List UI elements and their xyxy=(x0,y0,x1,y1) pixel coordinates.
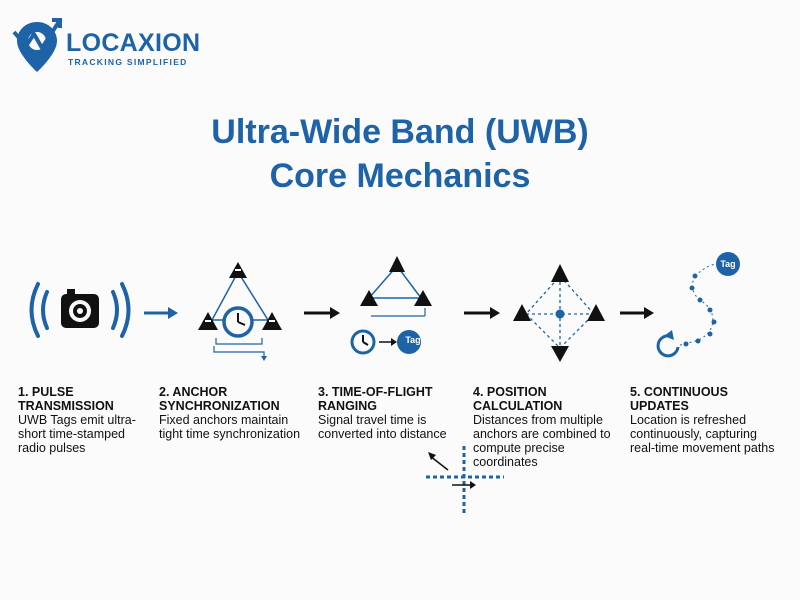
tag-radio-pulse-icon xyxy=(29,282,131,338)
arrow-right-icon xyxy=(144,307,178,319)
step-description: radio pulses xyxy=(18,441,86,455)
step-description: coordinates xyxy=(473,455,538,469)
step-title: RANGING xyxy=(318,399,378,413)
position-calculation-icon xyxy=(513,264,605,362)
step-description: converted into distance xyxy=(318,427,447,441)
location-pin-icon xyxy=(12,18,62,72)
logo: LOCAXION TRACKING SIMPLIFIED xyxy=(12,18,200,76)
step-time-of-flight-ranging: 3. TIME-OF-FLIGHT RANGING Signal travel … xyxy=(318,385,468,441)
step-continuous-updates: 5. CONTINUOUS UPDATES Location is refres… xyxy=(630,385,795,455)
brand-name: LOCAXION xyxy=(66,29,201,57)
arrow-right-icon xyxy=(304,307,340,319)
crosshair-icon xyxy=(426,446,504,516)
step-description: UWB Tags emit ultra- xyxy=(18,413,136,427)
step-description: tight time synchronization xyxy=(159,427,301,441)
arrow-right-icon xyxy=(464,307,500,319)
step-description: continuously, capturing xyxy=(630,427,757,441)
page-title-line1: Ultra-Wide Band (UWB) xyxy=(211,113,589,151)
step-position-calculation: 4. POSITION CALCULATION Distances from m… xyxy=(473,385,628,469)
step-description: Fixed anchors maintain xyxy=(159,413,289,427)
step-title: UPDATES xyxy=(630,399,689,413)
step-title: CALCULATION xyxy=(473,399,563,413)
step-description: short time-stamped xyxy=(18,427,125,441)
step-anchor-synchronization: 2. ANCHOR SYNCHRONIZATION Fixed anchors … xyxy=(159,385,319,441)
step-description: Location is refreshed xyxy=(630,413,747,427)
step-title: TRANSMISSION xyxy=(18,399,114,413)
step-title: 4. POSITION xyxy=(473,385,547,399)
step-title: 1. PULSE xyxy=(18,385,74,399)
continuous-updates-icon xyxy=(656,252,740,358)
anchor-sync-icon xyxy=(198,262,282,361)
step-description: Distances from multiple xyxy=(473,413,603,427)
step-description: compute precise xyxy=(473,441,565,455)
time-of-flight-icon xyxy=(350,256,432,355)
tag-label: Tag xyxy=(720,259,736,269)
step-pulse-transmission: 1. PULSE TRANSMISSION UWB Tags emit ultr… xyxy=(18,385,153,455)
brand-tagline: TRACKING SIMPLIFIED xyxy=(68,57,188,67)
step-description: real-time movement paths xyxy=(630,441,775,455)
arrow-right-icon xyxy=(620,307,654,319)
step-description: anchors are combined to xyxy=(473,427,611,441)
tag-label: Tag xyxy=(405,335,421,345)
step-title: 2. ANCHOR xyxy=(159,385,228,399)
page-title-line2: Core Mechanics xyxy=(269,157,531,195)
step-title: 5. CONTINUOUS xyxy=(630,385,728,399)
step-title: 3. TIME-OF-FLIGHT xyxy=(318,385,433,399)
step-title: SYNCHRONIZATION xyxy=(159,399,280,413)
step-description: Signal travel time is xyxy=(318,413,427,427)
